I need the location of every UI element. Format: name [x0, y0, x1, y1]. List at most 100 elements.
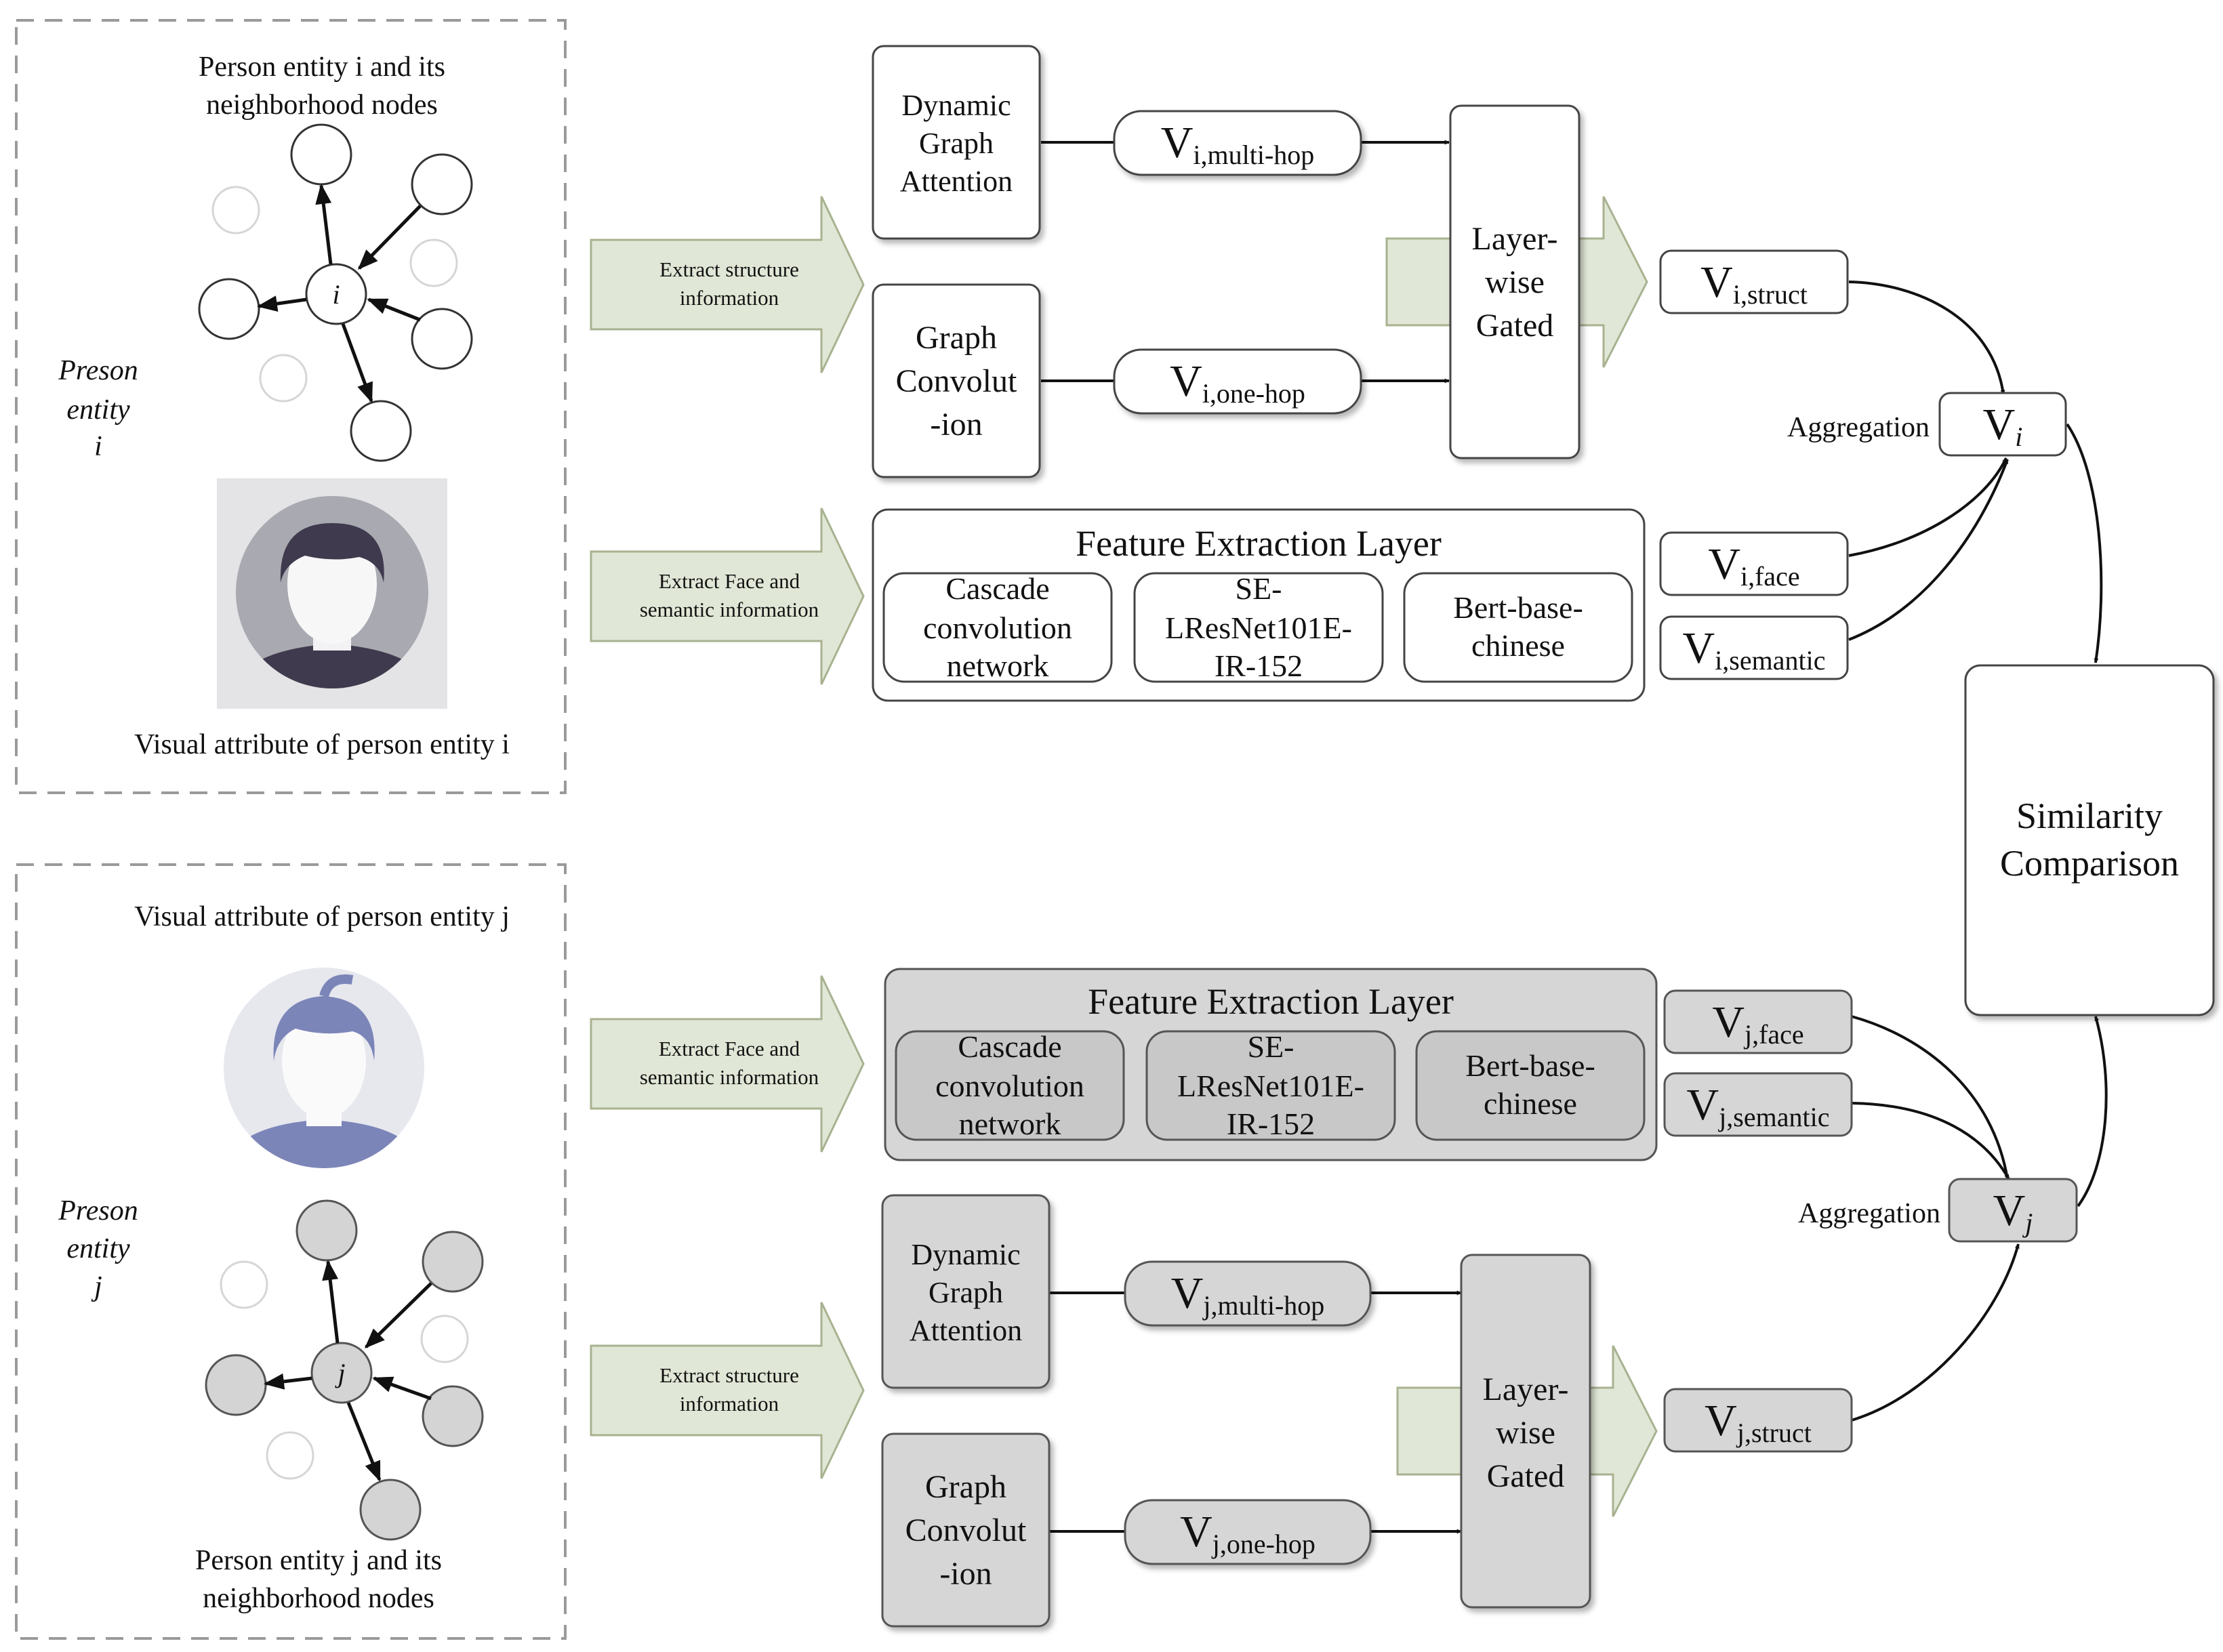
similarity-label-1: Similarity: [2016, 796, 2163, 836]
svg-text:SE-: SE-: [1236, 571, 1282, 606]
graph-caption-i-1: Person entity i and its: [199, 51, 445, 83]
extract-arrows: [590, 196, 865, 1479]
v-subscript: i,semantic: [1715, 645, 1825, 676]
graph-edges-i: [257, 184, 422, 403]
arrow-label-face-i-1: Extract Face and: [659, 569, 800, 593]
v-one-hop-i: [1113, 348, 1362, 415]
cascade-cnn-box-i: [882, 572, 1113, 683]
svg-text:chinese: chinese: [1484, 1086, 1577, 1121]
faded-node: [259, 354, 308, 402]
svg-text:Vi,one-hop: Vi,one-hop: [1170, 356, 1305, 409]
faded-node: [211, 186, 260, 234]
arrow-label-struct-j-2: information: [680, 1392, 779, 1416]
faded-node: [420, 1315, 469, 1363]
panel-i-border: [15, 19, 567, 794]
visual-caption-j: Visual attribute of person entity j: [134, 901, 510, 932]
graph-caption-j-2: neighborhood nodes: [203, 1583, 434, 1614]
svg-text:Attention: Attention: [910, 1314, 1022, 1347]
v-subscript: i,multi-hop: [1193, 140, 1314, 170]
neighbor-node: [290, 123, 352, 186]
svg-text:LResNet101E-: LResNet101E-: [1177, 1069, 1364, 1103]
arrow-extract-structure-i: [590, 196, 865, 373]
side-label-j-3: j: [91, 1271, 102, 1302]
svg-text:SE-: SE-: [1248, 1029, 1294, 1064]
neighbor-node: [422, 1231, 484, 1293]
svg-text:Vi,semantic: Vi,semantic: [1683, 623, 1826, 676]
neighbor-node: [295, 1199, 358, 1262]
graph-edges-j: [264, 1260, 432, 1482]
v-semantic-i: [1659, 615, 1849, 680]
svg-text:Graph: Graph: [929, 1276, 1003, 1309]
v-base: V: [1171, 1268, 1204, 1318]
v-multi-hop-j: [1124, 1260, 1372, 1327]
faded-node: [266, 1431, 314, 1480]
v-base: V: [1683, 623, 1715, 673]
v-subscript: j,one-hop: [1211, 1529, 1316, 1559]
gated-label-i-3: Gated: [1476, 308, 1554, 344]
v-base: V: [1708, 539, 1740, 589]
person-avatar-icon: [224, 968, 424, 1168]
bert-box-i: [1403, 572, 1633, 683]
faded-node: [409, 239, 458, 287]
arrow-extract-face-i: [590, 508, 865, 685]
center-label-j: j: [334, 1358, 345, 1388]
graph-convolution-box-i: [872, 283, 1041, 478]
gc-label-i-3: -ion: [930, 407, 982, 442]
arrow-label-face-i-2: semantic information: [640, 598, 819, 621]
pipeline-i: Dynamic Graph Attention Graph Convolut -…: [872, 45, 2103, 702]
svg-text:Vj,face: Vj,face: [1712, 997, 1803, 1050]
v-multi-hop-i: [1113, 110, 1362, 176]
center-node-j: [310, 1342, 373, 1404]
graph-caption-i-2: neighborhood nodes: [206, 89, 438, 121]
panel-j-border: [15, 863, 567, 1640]
arrow-extract-structure-j: [590, 1302, 865, 1479]
visual-caption-i: Visual attribute of person entity i: [134, 729, 510, 760]
similarity-comparison-box: [1964, 664, 2215, 1016]
cascade-cnn-box-j: [895, 1030, 1125, 1141]
layer-wise-gated-box-i: [1449, 104, 1580, 459]
panel-entity-j: Visual attribute of person entity j Pres…: [15, 863, 567, 1640]
svg-text:IR-152: IR-152: [1227, 1107, 1315, 1141]
v-base: V: [1705, 1396, 1737, 1445]
svg-text:convolution: convolution: [935, 1069, 1084, 1103]
dga-label-i-2: Graph: [919, 127, 994, 160]
svg-text:wise: wise: [1496, 1415, 1555, 1451]
neighbor-node: [411, 153, 473, 215]
svg-text:network: network: [947, 648, 1049, 683]
v-struct-j: [1663, 1388, 1853, 1453]
svg-text:Vi,struct: Vi,struct: [1700, 257, 1808, 310]
v-subscript: j,semantic: [1717, 1102, 1829, 1132]
side-label-i-2: entity: [66, 394, 130, 426]
v-base: V: [1983, 400, 2016, 449]
se-lresnet-box-i: [1133, 572, 1384, 683]
v-base: V: [1700, 257, 1733, 307]
arrow-label-struct-i-1: Extract structure: [659, 257, 799, 281]
dga-label-i-1: Dynamic: [901, 89, 1011, 122]
fel-title-i: Feature Extraction Layer: [1076, 523, 1442, 564]
neighbor-node: [198, 278, 260, 340]
se-lresnet-box-j: [1145, 1030, 1396, 1141]
neighbor-node: [205, 1354, 267, 1416]
v-base: V: [1712, 997, 1745, 1047]
v-subscript: j,multi-hop: [1202, 1290, 1324, 1321]
v-base: V: [1161, 118, 1194, 167]
svg-text:LResNet101E-: LResNet101E-: [1165, 611, 1352, 645]
svg-text:Graph: Graph: [925, 1469, 1006, 1505]
aggregation-label-j: Aggregation: [1798, 1198, 1940, 1229]
svg-text:Vj,multi-hop: Vj,multi-hop: [1171, 1268, 1325, 1321]
panel-entity-i: Person entity i and its neighborhood nod…: [15, 19, 567, 794]
fel-title-j: Feature Extraction Layer: [1088, 981, 1454, 1022]
graph-caption-j-1: Person entity j and its: [195, 1545, 442, 1576]
v-face-j: [1663, 989, 1853, 1054]
neighbor-node: [422, 1385, 484, 1447]
svg-text:Convolut: Convolut: [905, 1512, 1027, 1548]
dynamic-graph-attention-box-j: [881, 1194, 1051, 1389]
svg-text:Vj: Vj: [1993, 1186, 2033, 1238]
similarity-label-2: Comparison: [2000, 843, 2179, 884]
svg-text:Cascade: Cascade: [958, 1029, 1061, 1064]
svg-text:Vj,one-hop: Vj,one-hop: [1180, 1507, 1316, 1559]
dynamic-graph-attention-box-i: [872, 45, 1041, 240]
svg-text:Bert-base-: Bert-base-: [1465, 1048, 1595, 1083]
svg-text:network: network: [959, 1107, 1061, 1141]
